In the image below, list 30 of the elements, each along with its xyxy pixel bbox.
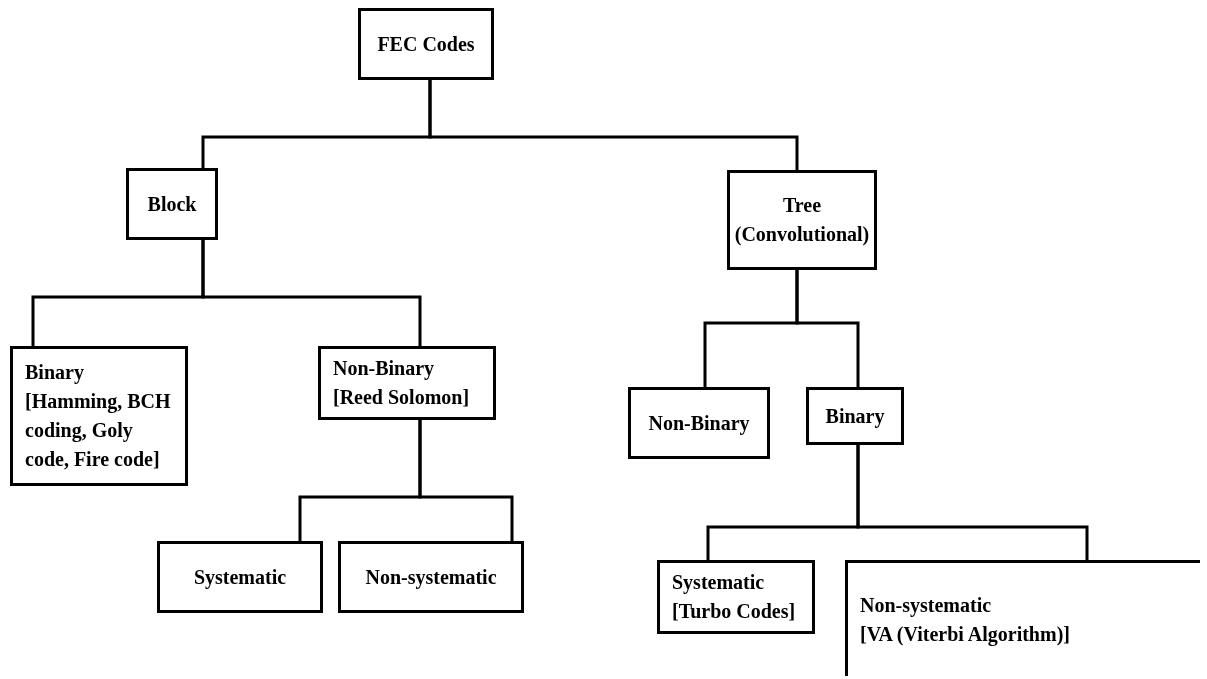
box-label: Non-systematic: [365, 564, 497, 591]
category-box: [358, 8, 494, 80]
category-box: [657, 560, 815, 634]
category-box: [628, 387, 770, 459]
box-label: Systematic: [672, 570, 765, 596]
box-label: Non-Binary: [648, 410, 750, 437]
category-box: [157, 541, 323, 613]
box-label: Block: [147, 191, 197, 217]
box-label: Binary: [825, 403, 885, 430]
box-label: [Turbo Codes]: [672, 599, 796, 624]
connector-line: [856, 445, 1089, 560]
box-label: Systematic: [193, 564, 287, 591]
category-box: [806, 387, 904, 445]
category-box: [727, 170, 877, 270]
box-label: [Reed Solomon]: [333, 385, 470, 410]
category-box: [318, 346, 496, 420]
box-label: FEC Codes: [377, 31, 475, 57]
category-box: [10, 346, 188, 486]
box-label: Tree (Convolutional): [734, 193, 870, 248]
category-box: [126, 168, 218, 240]
box-label: [VA (Viterbi Algorithm)]: [860, 621, 1070, 648]
box-label: Non-systematic: [860, 592, 992, 619]
connector-line: [418, 420, 514, 541]
connector-line: [795, 270, 860, 387]
connector-line: [201, 240, 422, 346]
box-label: [Hamming, BCH coding, Goly code, Fire code]: [25, 389, 172, 472]
category-box: [338, 541, 524, 613]
box-label: Non-Binary: [333, 356, 435, 382]
box-label: Binary: [25, 360, 84, 386]
connector-line: [428, 80, 799, 170]
